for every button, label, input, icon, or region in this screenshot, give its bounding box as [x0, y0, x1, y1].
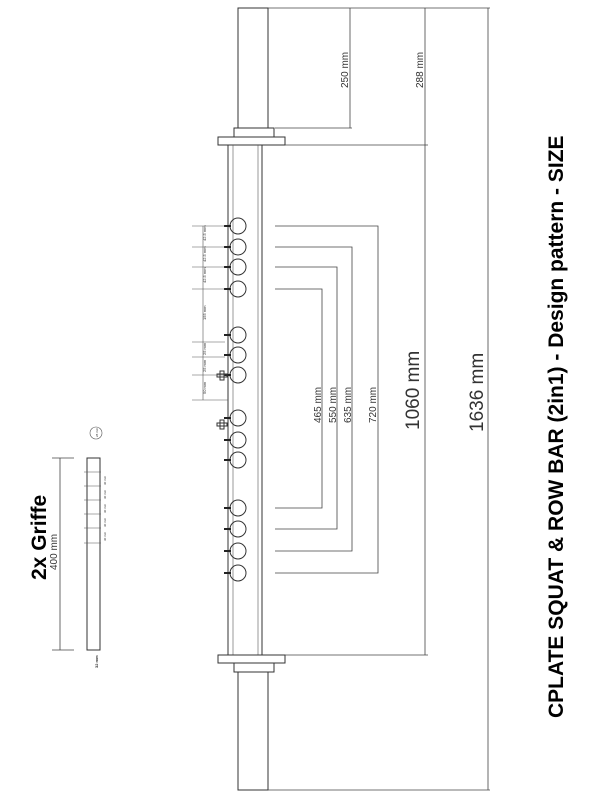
- grip-spacing: 30 mm: [103, 531, 107, 541]
- outer-dimension-lines: [268, 7, 490, 791]
- hole: [229, 564, 247, 582]
- bottom-collar: [233, 662, 275, 673]
- dim-small: 42.5 mm: [202, 246, 207, 262]
- bottom-sleeve: [237, 671, 269, 791]
- hole: [229, 366, 247, 384]
- drawing-title: CPLATE SQUAT & ROW BAR (2in1) - Design p…: [545, 135, 568, 718]
- top-collar: [233, 127, 275, 138]
- cross-marker: [216, 370, 228, 430]
- dim-288: 288 mm: [415, 52, 426, 88]
- dim-250: 250 mm: [340, 52, 351, 88]
- grip-spacing: 30 mm: [103, 517, 107, 527]
- grip-diameter-circle: [89, 426, 103, 440]
- grip-drawing: 28 mm 30 mm 30 mm 30 mm 30 mm 30 mm 32 m…: [49, 426, 107, 668]
- dim-635: 635 mm: [343, 387, 354, 423]
- hole: [229, 217, 247, 235]
- grip-length: 400 mm: [49, 534, 60, 570]
- bottom-flange: [217, 654, 286, 664]
- hole: [229, 409, 247, 427]
- dim-1060: 1060 mm: [403, 351, 424, 430]
- grip-spacing: 30 mm: [103, 489, 107, 499]
- top-flange: [217, 136, 286, 146]
- dim-small: 42.5 mm: [202, 225, 207, 241]
- hole-dimension-brackets: [275, 225, 379, 574]
- hole: [229, 520, 247, 538]
- hole: [229, 346, 247, 364]
- dim-small: 25 mm: [202, 359, 207, 372]
- hole: [229, 238, 247, 256]
- hole: [229, 499, 247, 517]
- hole: [229, 431, 247, 449]
- hole: [229, 258, 247, 276]
- small-dimension-line: [192, 225, 228, 401]
- dim-465: 465 mm: [313, 387, 324, 423]
- grip-diameter: 28 mm: [95, 427, 99, 437]
- grip-spacing: 30 mm: [103, 503, 107, 513]
- dim-small: 50 mm: [202, 381, 207, 394]
- hole: [229, 326, 247, 344]
- hole: [229, 542, 247, 560]
- dim-720: 720 mm: [368, 387, 379, 423]
- dim-small: 155 mm: [202, 305, 207, 320]
- grip-spacing: 30 mm: [103, 475, 107, 485]
- holes: [224, 217, 247, 582]
- grip-title: 2x Griffe: [28, 495, 51, 580]
- hole: [229, 451, 247, 469]
- grip-end-label: 32 mm: [94, 655, 99, 668]
- bar: [217, 7, 286, 791]
- dim-550: 550 mm: [328, 387, 339, 423]
- grip-rect: [86, 457, 101, 651]
- top-sleeve: [237, 7, 269, 129]
- hole: [229, 280, 247, 298]
- dim-1636: 1636 mm: [467, 353, 488, 432]
- dim-small: 42.5 mm: [202, 267, 207, 283]
- dim-small: 25 mm: [202, 342, 207, 355]
